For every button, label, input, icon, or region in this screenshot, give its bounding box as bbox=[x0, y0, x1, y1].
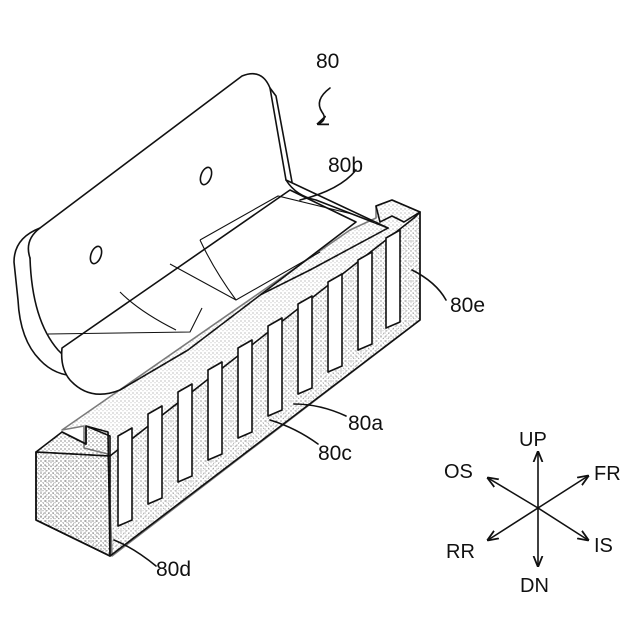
direction-os: OS bbox=[444, 461, 473, 483]
direction-up: UP bbox=[519, 429, 547, 451]
label-80e: 80e bbox=[450, 294, 485, 317]
label-80d: 80d bbox=[156, 558, 191, 581]
direction-is: IS bbox=[594, 535, 613, 557]
direction-dn: DN bbox=[520, 575, 549, 597]
direction-indicator: UP DN FR RR OS IS bbox=[444, 429, 621, 597]
label-80a: 80a bbox=[348, 412, 383, 435]
label-80b: 80b bbox=[328, 154, 363, 177]
direction-fr: FR bbox=[594, 463, 621, 485]
direction-rr: RR bbox=[446, 541, 475, 563]
label-80c: 80c bbox=[318, 442, 352, 465]
label-80: 80 bbox=[316, 50, 339, 73]
